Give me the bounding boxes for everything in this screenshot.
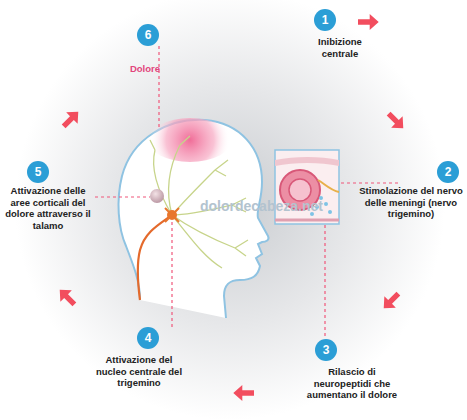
cycle-arrow	[378, 288, 404, 314]
step-label: Attivazione del nucleo centrale del trig…	[89, 354, 189, 389]
callout-number: 5	[27, 161, 49, 183]
step-node: 6Dolore	[137, 24, 159, 46]
step-label: Stimolazione del nervo delle meningi (ne…	[359, 185, 463, 220]
callout-number: 4	[137, 327, 159, 349]
cycle-arrow	[233, 385, 254, 401]
thalamus	[150, 189, 164, 203]
step-node: 1Inibizione centrale	[314, 9, 336, 31]
step-node: 5Attivazione delle aree corticali del do…	[27, 161, 49, 183]
brain-pain-area	[148, 118, 232, 162]
watermark: dolordecabeza.net	[200, 198, 323, 214]
step-node: 2Stimolazione del nervo delle meningi (n…	[437, 161, 459, 183]
callout-number: 6	[137, 24, 159, 46]
trigeminal-nucleus	[165, 208, 179, 222]
cycle-arrow	[54, 284, 80, 310]
step-label: Attivazione delle aree corticali del dol…	[2, 185, 94, 231]
cycle-arrow	[358, 14, 379, 30]
callout-number: 1	[314, 9, 336, 31]
step-node: 4Attivazione del nucleo centrale del tri…	[137, 327, 159, 349]
step-node: 3Rilascio di neuropeptidi che aumentano …	[315, 339, 337, 361]
step-label: Inibizione centrale	[300, 36, 380, 59]
leader-line	[95, 46, 400, 338]
step-label: Rilascio di neuropeptidi che aumentano i…	[302, 366, 402, 401]
cycle-arrow	[383, 108, 409, 134]
callout-number: 3	[315, 339, 337, 361]
callout-number: 2	[437, 161, 459, 183]
cycle-arrow	[58, 106, 84, 132]
step-label: Dolore	[115, 63, 175, 75]
trigeminal-nerve	[138, 215, 172, 300]
